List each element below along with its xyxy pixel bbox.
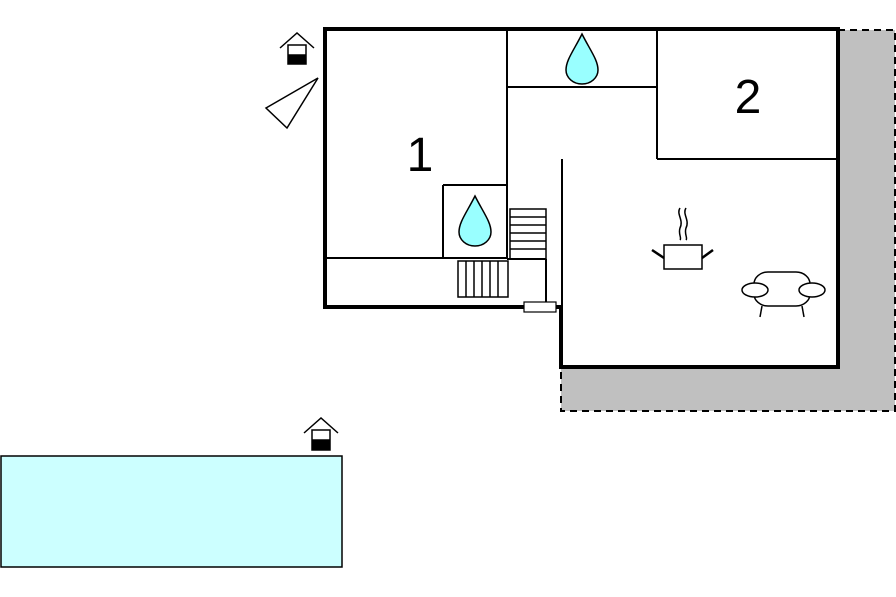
compass-pointer-icon [264, 77, 319, 130]
cooking-pot-icon [651, 207, 714, 270]
water-drop-icon [565, 32, 599, 85]
water-drop-icon [458, 194, 492, 247]
sofa-icon [741, 271, 826, 318]
stairs-icon [457, 208, 547, 298]
swimming-pool [0, 455, 343, 568]
room-label-2: 2 [735, 71, 762, 124]
building-walls [323, 27, 840, 369]
radiator-icon [523, 301, 557, 313]
room-label-1: 1 [407, 129, 434, 182]
house-icon [303, 416, 339, 451]
house-icon [279, 31, 315, 65]
